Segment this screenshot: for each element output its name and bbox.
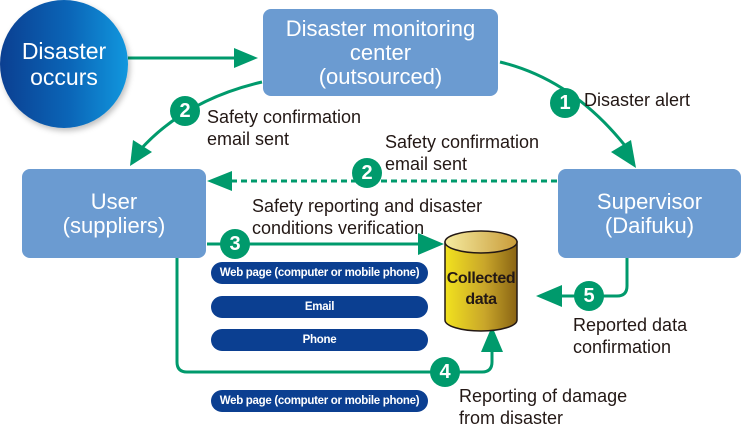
arrow-step4-user-to-data <box>175 258 494 374</box>
step-3-label-line1: Safety reporting and disaster <box>252 196 483 216</box>
arrowhead <box>418 233 444 255</box>
monitoring-center-node: Disaster monitoring center (outsourced) <box>263 9 498 96</box>
step-4-label-line1: Reporting of damage <box>459 386 628 406</box>
user-line2: (suppliers) <box>62 212 166 238</box>
step-2-dashed-label: Safety confirmation email sent <box>385 131 539 175</box>
channel-pill-damage-web-page: Web page (computer or mobile phone) <box>211 390 428 412</box>
step-4-label-line2: from disaster <box>459 408 564 428</box>
channel-pill-phone: Phone <box>211 329 428 351</box>
collected-data-line2: data <box>465 291 497 308</box>
step-badge-5: 5 <box>574 281 604 311</box>
monitoring-center-line2: center <box>349 39 412 65</box>
channel-pill-email: Email <box>211 296 428 318</box>
step-badge-1: 1 <box>550 88 580 118</box>
supervisor-line1: Supervisor <box>596 188 703 214</box>
step-badge-2-email: 2 <box>170 96 200 126</box>
supervisor-node: Supervisor (Daifuku) <box>558 169 741 258</box>
user-line1: User <box>90 188 138 214</box>
arrowhead <box>234 48 258 68</box>
collected-data-label: Collected data <box>446 268 516 310</box>
channel-pill-web-page: Web page (computer or mobile phone) <box>211 262 428 284</box>
step-4-label: Reporting of damage from disaster <box>459 385 627 429</box>
step-5-label: Reported data confirmation <box>573 314 687 358</box>
step-1-label-line1: Disaster alert <box>584 90 691 110</box>
database-icon <box>444 230 518 332</box>
disaster-occurs-node: Disaster occurs <box>0 0 128 128</box>
step-3-label: Safety reporting and disaster conditions… <box>252 195 482 239</box>
monitoring-center-line3: (outsourced) <box>318 63 443 89</box>
arrow-step5-supervisor-to-data <box>560 258 629 298</box>
arrowhead <box>130 140 152 166</box>
step-badge-3: 3 <box>220 229 250 259</box>
arrowhead <box>207 171 232 191</box>
arrowhead <box>611 140 636 168</box>
step-2-email-label-line2: email sent <box>207 129 290 149</box>
disaster-occurs-line2: occurs <box>30 64 98 90</box>
step-2-dashed-label-line1: Safety confirmation <box>385 132 540 152</box>
arrowhead <box>481 326 503 352</box>
step-2-email-label: Safety confirmation email sent <box>207 106 361 150</box>
step-badge-4: 4 <box>430 357 460 387</box>
step-1-label: Disaster alert <box>584 89 690 111</box>
supervisor-line2: (Daifuku) <box>604 212 695 238</box>
step-3-label-line2: conditions verification <box>252 218 425 238</box>
step-5-label-line1: Reported data <box>573 315 688 335</box>
monitoring-center-line1: Disaster monitoring <box>285 15 476 41</box>
step-2-email-label-line1: Safety confirmation <box>207 107 362 127</box>
disaster-occurs-line1: Disaster <box>21 38 107 64</box>
step-5-label-line2: confirmation <box>573 337 672 357</box>
user-node: User (suppliers) <box>22 169 206 258</box>
step-badge-2-dashed: 2 <box>352 158 382 188</box>
collected-data-line1: Collected <box>446 270 516 287</box>
arrowhead <box>536 285 562 307</box>
step-2-dashed-label-line2: email sent <box>385 154 468 174</box>
